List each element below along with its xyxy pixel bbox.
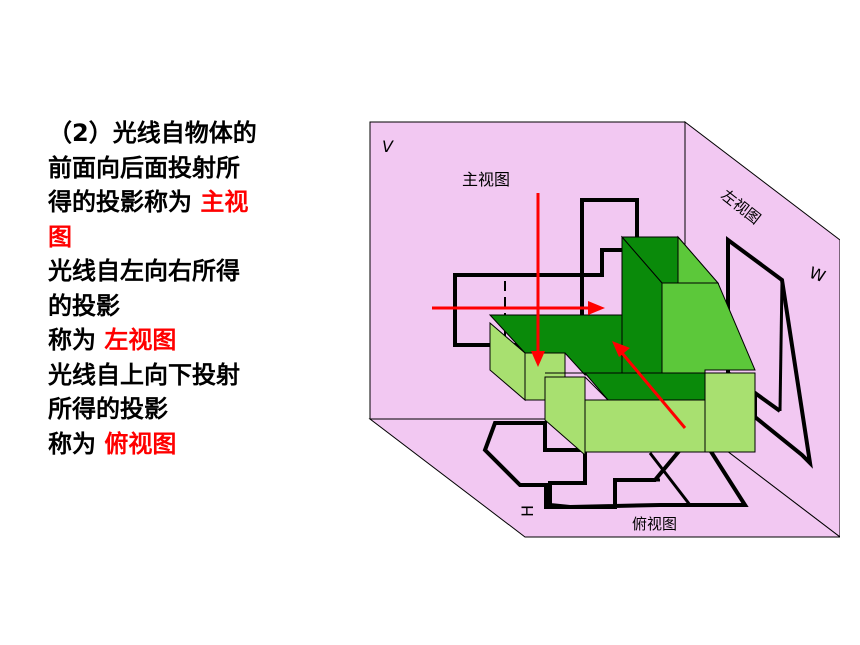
top-projection-arrowhead [612, 341, 630, 357]
highlight-term: 图 [48, 222, 72, 251]
text-line: 得的投影称为 主视 [48, 185, 338, 220]
projection-arrows [432, 193, 687, 429]
text-line: 的投影 [48, 289, 338, 324]
top-view-line [648, 452, 692, 506]
top-view-outline [482, 421, 749, 509]
text-line: 称为 俯视图 [48, 427, 338, 462]
front-projection-arrowhead [531, 351, 545, 367]
front-block-face-main [544, 376, 586, 457]
left-view-line [753, 391, 782, 413]
text-line: 光线自左向右所得 [48, 254, 338, 289]
plane-h-label: H [518, 505, 537, 517]
highlight-term: 左视图 [104, 326, 177, 354]
description-text: （2）光线自物体的前面向后面投射所得的投影称为 主视图光线自左向右所得的投影称为… [48, 116, 338, 461]
text-segment: 所得的投影 [48, 395, 168, 423]
left-view-line-2 [778, 279, 784, 412]
text-line: 所得的投影 [48, 392, 338, 427]
text-line: （2）光线自物体的 [48, 116, 338, 151]
left-projection-arrowhead [588, 301, 605, 315]
text-segment: 称为 [48, 429, 105, 458]
plane-w-label: W [807, 263, 829, 286]
top-projection-arrow [620, 352, 687, 429]
text-segment: 光线自上向下投射 [48, 360, 240, 389]
text-segment: 得的投影称为 [48, 188, 201, 216]
text-segment: 光线自左向右所得 [48, 257, 240, 285]
plane-v-label: V [382, 137, 394, 156]
text-line: 光线自上向下投射 [48, 358, 338, 393]
top-view-label: 俯视图 [632, 515, 677, 533]
solid-object [488, 235, 756, 457]
text-line: 图 [48, 220, 338, 255]
front-block-long-face [584, 399, 706, 453]
right-step-face [704, 372, 756, 453]
three-view-projection-diagram: 主视图 左视图 俯视图 V W H [368, 120, 840, 538]
text-segment: 前面向后面投射所 [48, 153, 240, 182]
text-segment: 称为 [48, 326, 105, 354]
highlight-term: 俯视图 [104, 429, 177, 458]
text-line: 前面向后面投射所 [48, 151, 338, 186]
front-view-label: 主视图 [462, 170, 510, 189]
highlight-term: 主视 [200, 188, 249, 216]
text-segment: （2）光线自物体的 [48, 119, 257, 147]
text-line: 称为 左视图 [48, 323, 338, 358]
text-segment: 的投影 [48, 291, 120, 320]
